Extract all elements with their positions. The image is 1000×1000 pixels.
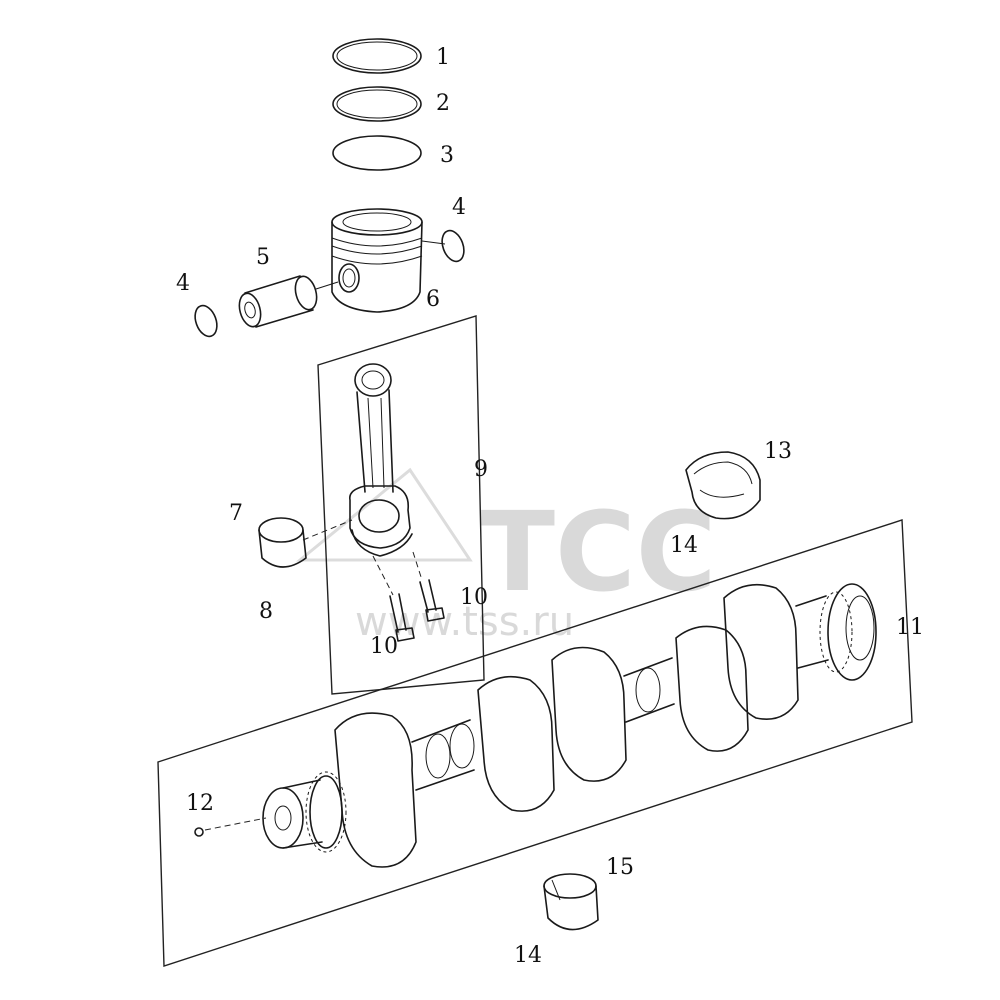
callout-9: 9 bbox=[474, 457, 488, 482]
callout-8: 8 bbox=[259, 599, 273, 624]
connecting-rod bbox=[348, 363, 413, 557]
crankshaft bbox=[262, 583, 877, 868]
main-bearing-shell-lower bbox=[543, 873, 599, 931]
callout-10-left: 10 bbox=[370, 634, 398, 659]
leader-circlip bbox=[421, 240, 446, 245]
callout-14-lower: 14 bbox=[514, 943, 542, 968]
callout-3: 3 bbox=[440, 143, 454, 168]
circlip-left bbox=[194, 304, 218, 338]
callout-10-right: 10 bbox=[460, 585, 488, 610]
rod-bolt-right bbox=[412, 551, 445, 622]
circlip-right bbox=[441, 229, 465, 263]
piston-ring-1 bbox=[332, 38, 422, 74]
main-bearing-shell-upper bbox=[685, 451, 761, 520]
callout-15: 15 bbox=[606, 855, 634, 880]
piston bbox=[331, 208, 423, 313]
callout-2: 2 bbox=[436, 91, 450, 116]
callout-6: 6 bbox=[426, 287, 440, 312]
callout-11: 11 bbox=[896, 615, 924, 640]
callout-14-upper: 14 bbox=[670, 533, 698, 558]
rod-bearing-bushing bbox=[258, 517, 353, 568]
rod-bolt-left bbox=[372, 555, 415, 642]
piston-ring-3 bbox=[332, 135, 422, 171]
connecting-rod-group-frame bbox=[317, 315, 485, 695]
piston-ring-2 bbox=[332, 86, 422, 122]
callout-12: 12 bbox=[186, 791, 214, 816]
callout-5: 5 bbox=[256, 245, 270, 270]
callout-13: 13 bbox=[764, 439, 792, 464]
watermark-logo-text: TCC bbox=[480, 488, 717, 616]
crankshaft-group-frame bbox=[157, 519, 913, 967]
crankshaft-dowel-pin bbox=[194, 817, 267, 837]
callout-7: 7 bbox=[229, 501, 243, 526]
watermark-url-text: www.tss.ru bbox=[355, 599, 574, 645]
callout-1: 1 bbox=[436, 45, 450, 70]
callout-4-right: 4 bbox=[452, 195, 466, 220]
piston-pin bbox=[238, 275, 339, 328]
callout-4-left: 4 bbox=[176, 271, 190, 296]
watermark: TCC www.tss.ru bbox=[295, 467, 717, 645]
